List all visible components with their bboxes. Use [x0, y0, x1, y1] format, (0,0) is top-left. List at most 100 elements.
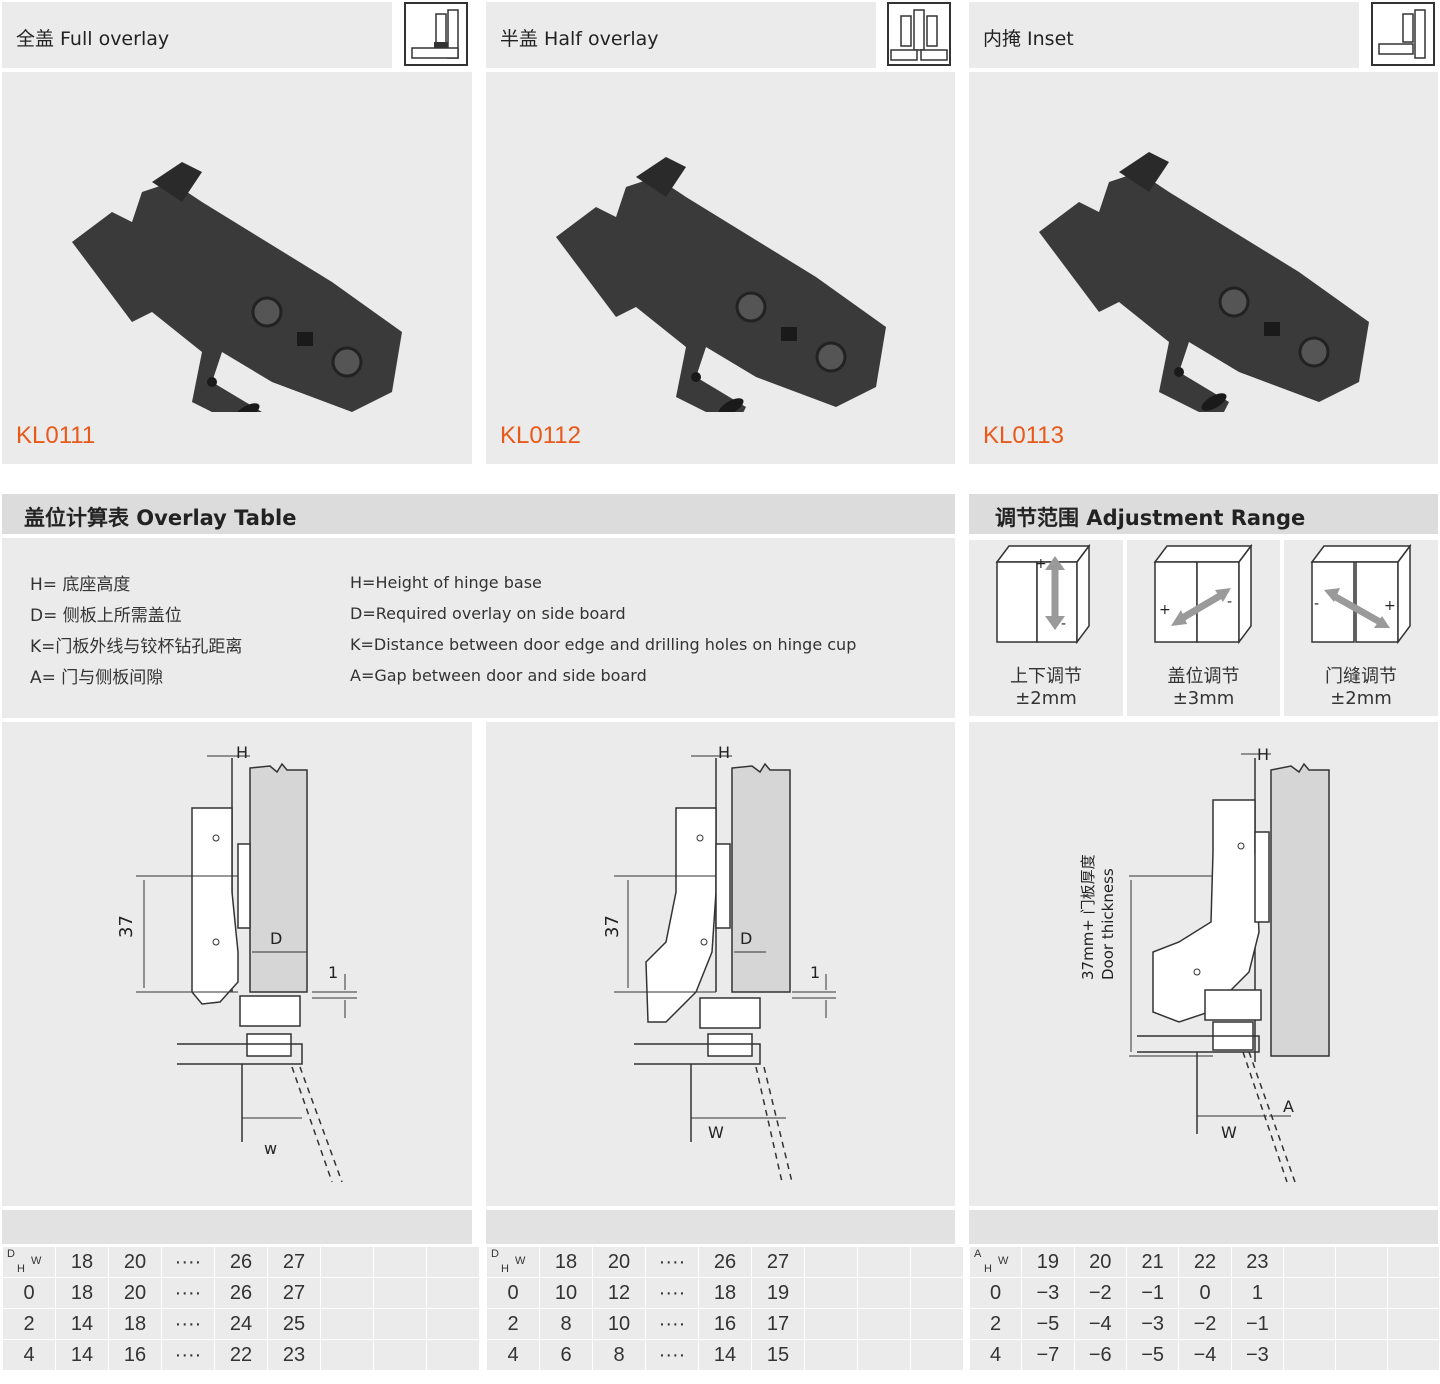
table-cell: 26: [214, 1277, 268, 1309]
table-cell: 6: [539, 1339, 593, 1371]
table-cell: 16: [698, 1308, 752, 1340]
diagram-inset: H 37mm+ 门板厚度 Door thickness A W: [969, 722, 1438, 1206]
table-header-cell: [426, 1246, 480, 1278]
table-row-h: 2: [968, 1308, 1023, 1340]
overlay-table-inset: A W H 19 20 21 22 23 0 −3 −2 −1 0 1 2 −5…: [968, 1246, 1440, 1371]
table-cell: [1386, 1339, 1440, 1371]
table-cell: [426, 1339, 480, 1371]
table-cell: [857, 1277, 911, 1309]
table-row-h: 4: [968, 1339, 1023, 1371]
table-cell: [373, 1277, 427, 1309]
table-cell: [910, 1339, 964, 1371]
adjustment-value: ±2mm: [1015, 688, 1077, 709]
table-cell: [1386, 1308, 1440, 1340]
table-cell: ····: [645, 1339, 699, 1371]
table-header-row: A W H 19 20 21 22 23: [968, 1246, 1440, 1278]
table-header-cell: ····: [645, 1246, 699, 1278]
door-thickness-en: Door thickness: [1099, 868, 1117, 980]
table-cell: [1335, 1339, 1388, 1371]
table-cell: ····: [161, 1308, 215, 1340]
table-cell: [1283, 1339, 1337, 1371]
table-cell: 17: [751, 1308, 805, 1340]
legend-en-h: H=Height of hinge base: [350, 573, 542, 592]
type-header-full-overlay: 全盖 Full overlay: [2, 2, 392, 68]
table-row-h: 0: [968, 1277, 1023, 1309]
table-cell: [1386, 1277, 1440, 1309]
overlay-table-title: 盖位计算表 Overlay Table: [24, 506, 297, 530]
table-cell: [1335, 1277, 1388, 1309]
vertical-adjust-icon: + -: [995, 543, 1091, 645]
gap-adjust-icon: - +: [1310, 543, 1412, 645]
table-header-cell: [1283, 1246, 1337, 1278]
hinge-image: [1039, 152, 1369, 412]
legend-cn-a: A= 门与侧板间隙: [30, 668, 164, 688]
dim-h-label: H: [718, 743, 730, 762]
table-cell: [857, 1308, 911, 1340]
table-cell: 14: [55, 1339, 109, 1371]
table-cell: −3: [1230, 1339, 1285, 1371]
product-panel-kl0112: KL0112: [486, 72, 955, 464]
table-cell: [320, 1308, 374, 1340]
table-cell: 14: [698, 1339, 752, 1371]
table-cell: 18: [108, 1308, 162, 1340]
table-header-cell: 27: [267, 1246, 321, 1278]
dim-a-label: A: [1283, 1097, 1294, 1116]
overlay-adjust-icon: + -: [1153, 543, 1253, 645]
table-header-cell: 26: [214, 1246, 268, 1278]
legend-panel: H= 底座高度 D= 侧板上所需盖位 K=门板外线与铰杯钻孔距离 A= 门与侧板…: [2, 538, 955, 718]
svg-text:-: -: [1227, 594, 1232, 610]
table-row-h: 4: [2, 1339, 56, 1371]
dim-h-label: H: [236, 743, 248, 762]
table-cell: 8: [592, 1339, 646, 1371]
dim-w-label: w: [264, 1139, 277, 1158]
table-cell: [426, 1308, 480, 1340]
table-cell: 12: [592, 1277, 646, 1309]
table-header-cell: 20: [1073, 1246, 1127, 1278]
table-cell: 0: [1178, 1277, 1232, 1309]
table-row: 2 8 10 ···· 16 17: [486, 1308, 964, 1340]
dim-1-label: 1: [328, 963, 338, 982]
legend-cn-k: K=门板外线与铰杯钻孔距离: [30, 637, 243, 657]
table-cell: −3: [1125, 1308, 1180, 1340]
adjustment-gap: - + 门缝调节 ±2mm: [1284, 540, 1438, 716]
table-row: 0 −3 −2 −1 0 1: [968, 1277, 1440, 1309]
diagram-full-overlay: H 37 D 1 w: [2, 722, 472, 1206]
table-cell: [320, 1339, 374, 1371]
table-row-h: 2: [2, 1308, 56, 1340]
table-row: 0 10 12 ···· 18 19: [486, 1277, 964, 1309]
table-corner: A W H: [968, 1246, 1023, 1278]
table-cell: [804, 1339, 858, 1371]
adjustment-label: 上下调节: [1010, 666, 1082, 687]
table-cell: [373, 1339, 427, 1371]
table-header-cell: 18: [539, 1246, 593, 1278]
full-overlay-icon: [404, 2, 468, 66]
table-cell: 1: [1230, 1277, 1285, 1309]
type-header-inset: 内掩 Inset: [969, 2, 1359, 68]
table-cell: 23: [267, 1339, 321, 1371]
table-cell: −1: [1125, 1277, 1180, 1309]
table-cell: [320, 1277, 374, 1309]
table-row-h: 0: [486, 1277, 540, 1309]
table-cell: [910, 1308, 964, 1340]
table-band: [969, 1210, 1438, 1244]
table-row: 2 −5 −4 −3 −2 −1: [968, 1308, 1440, 1340]
table-cell: 16: [108, 1339, 162, 1371]
dim-1-label: 1: [810, 963, 820, 982]
svg-text:-: -: [1314, 596, 1319, 612]
product-code: KL0113: [983, 422, 1064, 449]
hinge-image: [556, 157, 886, 412]
table-cell: [1335, 1308, 1388, 1340]
table-row: 4 6 8 ···· 14 15: [486, 1339, 964, 1371]
type-title: 全盖 Full overlay: [16, 28, 170, 50]
dim-37-label: 37: [602, 915, 623, 938]
table-cell: 20: [108, 1277, 162, 1309]
legend-en-k: K=Distance between door edge and drillin…: [350, 635, 857, 654]
table-header-cell: 21: [1125, 1246, 1180, 1278]
table-header-cell: 22: [1178, 1246, 1232, 1278]
table-cell: 27: [267, 1277, 321, 1309]
table-row: 0 18 20 ···· 26 27: [2, 1277, 480, 1309]
table-cell: −2: [1178, 1308, 1232, 1340]
dim-h-label: H: [1257, 745, 1269, 764]
door-thickness-cn: 37mm+ 门板厚度: [1079, 854, 1097, 980]
table-header-row: D W H 18 20 ···· 26 27: [486, 1246, 964, 1278]
